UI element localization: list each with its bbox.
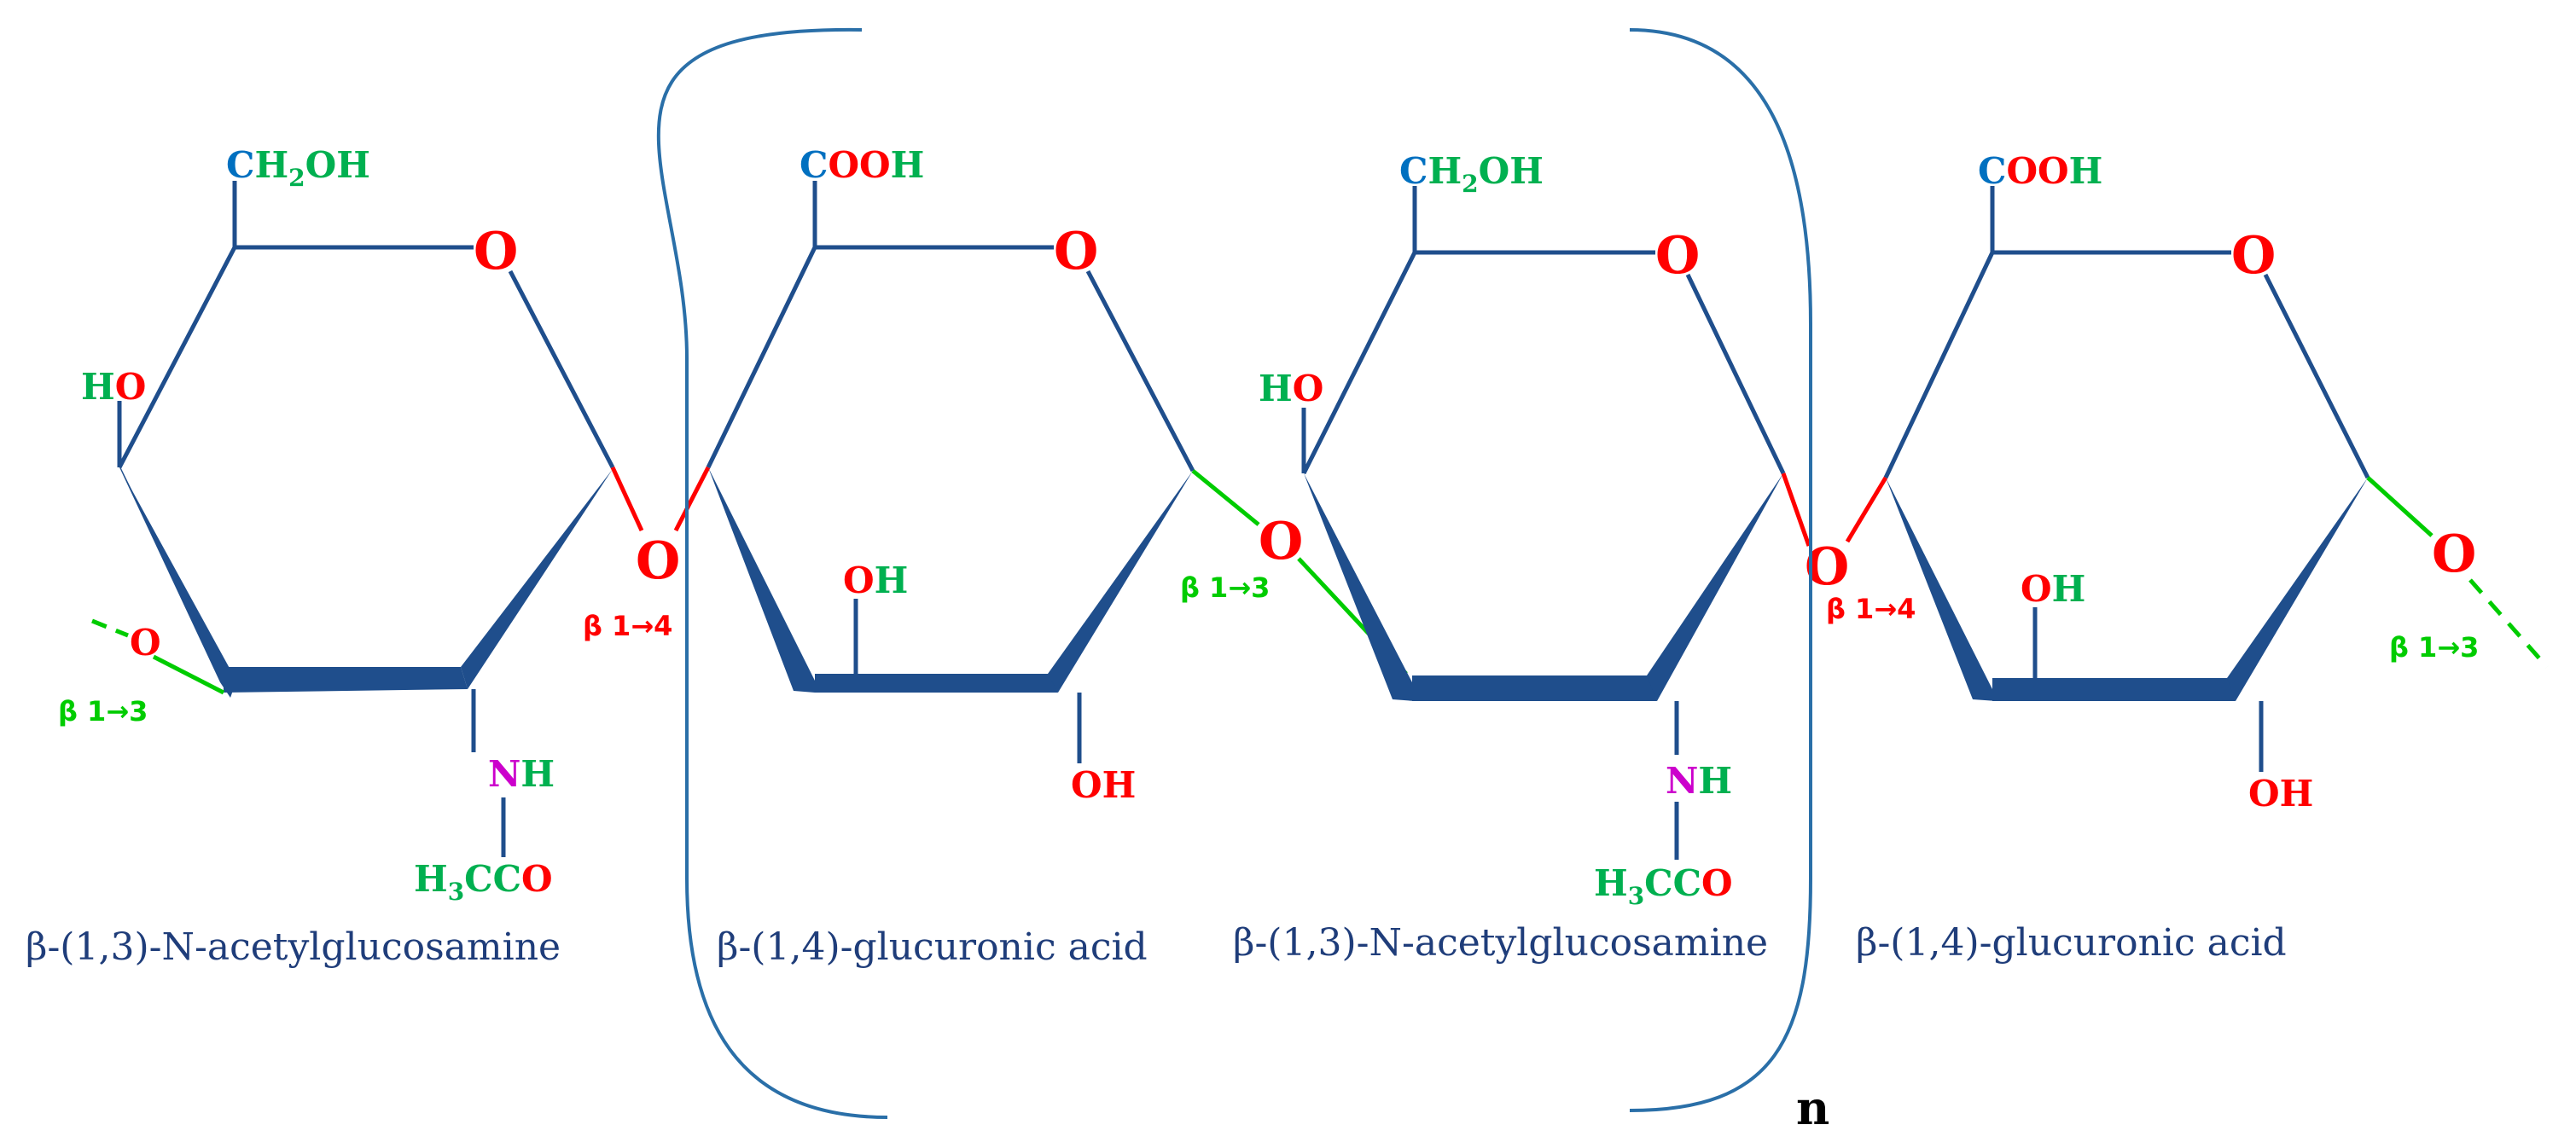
ring-2-oh-bottom: OH — [1071, 764, 1136, 806]
ring-1-wedge-bottom — [224, 667, 468, 693]
link-2-oxygen: O — [636, 531, 680, 591]
repeat-bracket-left — [656, 27, 888, 1119]
link-1-dash — [91, 618, 129, 638]
ring-4-bond-c4-c5 — [1883, 251, 1995, 479]
ring-1-bond-c4-c5 — [117, 246, 237, 469]
caption-unit-2: β-(1,4)-glucuronic acid — [717, 925, 1148, 969]
ring-4-bond-o-c1 — [2263, 273, 2370, 479]
ring-1-wedge-left — [119, 467, 236, 698]
link-3-beta13-label: β 1→3 — [1180, 571, 1270, 604]
ring-1-bond-o-c1 — [508, 270, 615, 469]
link-1-oxygen: O — [130, 622, 161, 664]
ring-4-oh-bottom: OH — [2248, 773, 2313, 815]
unit-3-n-acetylglucosamine: O CH2OH HO NH H3CCO β-(1,3)-N-acetylgluc… — [1233, 150, 1811, 965]
link-5-beta13-bond — [2366, 476, 2434, 537]
ring-1-nh: NH — [488, 753, 555, 795]
ring-3-oxygen: O — [1655, 226, 1700, 286]
ring-4-wedge-left — [1886, 478, 1997, 701]
link-5-dash — [2468, 578, 2549, 669]
ring-3-ch2oh: CH2OH — [1399, 150, 1544, 198]
repeat-count-label: n — [1796, 1081, 1829, 1135]
repeat-bracket-right — [1629, 28, 1812, 1112]
ring-4-cooh: COOH — [1978, 150, 2102, 192]
ring-1-wedge-right — [461, 469, 613, 689]
ring-3-bond-o-c1 — [1685, 273, 1786, 475]
ring-2-cooh: COOH — [800, 144, 924, 186]
ring-3-wedge-bottom — [1412, 675, 1657, 701]
link-4-beta14-label: β 1→4 — [1826, 593, 1916, 625]
ring-2-wedge-left — [708, 467, 815, 693]
link-1-beta13-bond — [152, 654, 225, 695]
unit-2-glucuronic-acid: O COOH OH OH β-(1,4)-glucuronic acid — [706, 144, 1260, 969]
caption-unit-4: β-(1,4)-glucuronic acid — [1856, 921, 2287, 965]
unit-4-glucuronic-acid: O COOH OH OH O β 1→3 β-(1,4)-glucuronic … — [1856, 150, 2549, 965]
link-3-beta13-bond-left — [1191, 469, 1260, 526]
ring-3-nh: NH — [1666, 760, 1732, 802]
link-5-oxygen: O — [2432, 525, 2476, 584]
ring-2-bond-o-c1 — [1085, 270, 1195, 473]
ring-2-wedge-right — [1048, 471, 1193, 693]
ring-4-oh-top: OH — [2021, 568, 2085, 610]
link-3-oxygen: O — [1259, 512, 1303, 571]
ring-3-wedge-right — [1647, 473, 1783, 701]
link-2-beta14-label: β 1→4 — [583, 610, 672, 642]
link-1-beta13-label: β 1→3 — [58, 695, 148, 728]
ring-4-wedge-bottom — [1992, 678, 2236, 701]
ring-2-bond-c4-c5 — [706, 246, 817, 469]
link-1-beta14-bond — [610, 466, 644, 532]
unit-1-n-acetylglucosamine: O CH2OH HO NH H3CCO O β 1→3 β-(1,3)-N-ac… — [26, 144, 644, 969]
caption-unit-3: β-(1,3)-N-acetylglucosamine — [1233, 921, 1768, 965]
ring-2-oh-top: OH — [843, 560, 908, 601]
ring-2-oxygen: O — [1054, 222, 1098, 281]
ring-3-wedge-left — [1304, 473, 1415, 701]
ring-1-ch2oh: CH2OH — [226, 144, 370, 192]
caption-unit-1: β-(1,3)-N-acetylglucosamine — [26, 925, 561, 969]
link-5-beta13-label: β 1→3 — [2389, 631, 2479, 664]
ring-3-ho: HO — [1259, 368, 1323, 409]
ring-1-oxygen: O — [474, 222, 518, 281]
ring-1-ho: HO — [81, 366, 146, 408]
ring-1-acetyl: H3CCO — [414, 858, 553, 906]
link-4-beta14-bond-left — [1781, 473, 1811, 547]
ring-4-wedge-right — [2227, 478, 2368, 701]
ring-2-wedge-bottom — [815, 674, 1058, 693]
ring-3-bond-c4-c5 — [1301, 251, 1417, 475]
ring-3-acetyl: H3CCO — [1594, 862, 1733, 910]
link-4-beta14-bond-right — [1845, 476, 1888, 543]
ring-4-oxygen: O — [2231, 226, 2276, 286]
link-2-beta14-bond-right — [673, 466, 711, 532]
